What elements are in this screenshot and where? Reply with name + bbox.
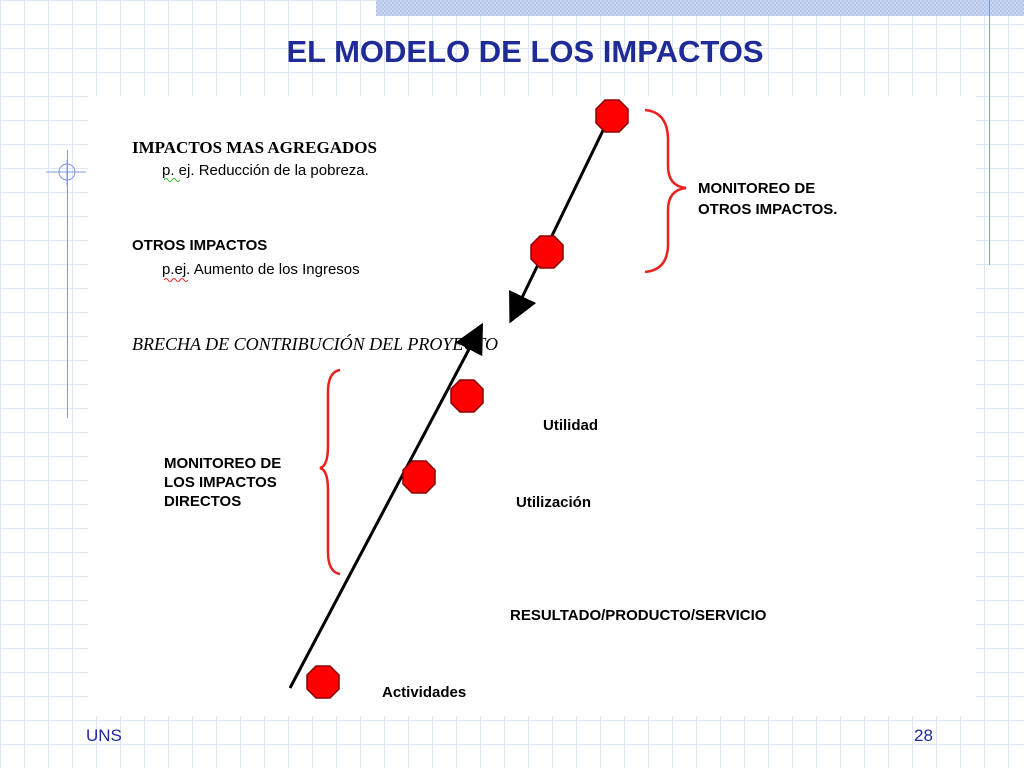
slide-page-number: 28 — [914, 726, 933, 745]
spellcheck-squiggle-red — [163, 278, 189, 282]
label-utilidad: Utilidad — [543, 417, 598, 434]
example1-rest: ej. Reducción de la pobreza. — [175, 162, 369, 179]
right-accent-line — [989, 0, 990, 265]
heading-impactos-agregados: IMPACTOS MAS AGREGADOS — [132, 138, 377, 157]
node-utilidad — [450, 379, 484, 413]
brace-otros-impactos — [644, 108, 687, 274]
example-reduccion-pobreza: p. ej. Reducción de la pobreza. — [162, 162, 369, 179]
node-impactos-agregados — [595, 99, 629, 133]
footer-organization: UNS — [86, 726, 122, 745]
upper-impact-line — [509, 115, 612, 324]
label-utilizacion: Utilización — [516, 494, 591, 511]
label-actividades: Actividades — [382, 684, 466, 701]
example-aumento-ingresos: p.ej. Aumento de los Ingresos — [162, 261, 360, 278]
example2-abbr: p.ej. — [162, 261, 190, 278]
impact-model-diagram: IMPACTOS MAS AGREGADOS p. ej. Reducción … — [132, 99, 837, 701]
slide-title: EL MODELO DE LOS IMPACTOS — [286, 34, 764, 69]
node-actividades — [306, 665, 340, 699]
diagram-panel — [88, 96, 976, 716]
node-utilizacion — [402, 460, 436, 494]
brace-impactos-directos — [319, 368, 341, 576]
lower-impact-line — [288, 322, 484, 689]
crosshair-icon — [46, 160, 86, 186]
monitor-directos-line3: DIRECTOS — [164, 493, 241, 510]
top-decorative-band — [376, 0, 1024, 16]
example1-abbr: p. — [162, 162, 175, 179]
example2-rest: Aumento de los Ingresos — [190, 261, 359, 278]
monitor-otros-line2: OTROS IMPACTOS. — [698, 201, 837, 218]
monitor-otros-line1: MONITOREO DE — [698, 180, 815, 197]
heading-otros-impactos: OTROS IMPACTOS — [132, 237, 267, 254]
node-otros-impactos — [530, 235, 564, 269]
spellcheck-squiggle — [163, 178, 181, 182]
monitor-directos-line1: MONITOREO DE — [164, 455, 281, 472]
monitor-directos-line2: LOS IMPACTOS — [164, 474, 277, 491]
brecha-contribucion-label: BRECHA DE CONTRIBUCIÓN DEL PROYECTO — [132, 333, 498, 354]
label-resultado: RESULTADO/PRODUCTO/SERVICIO — [510, 607, 767, 624]
left-accent-line — [67, 150, 68, 418]
